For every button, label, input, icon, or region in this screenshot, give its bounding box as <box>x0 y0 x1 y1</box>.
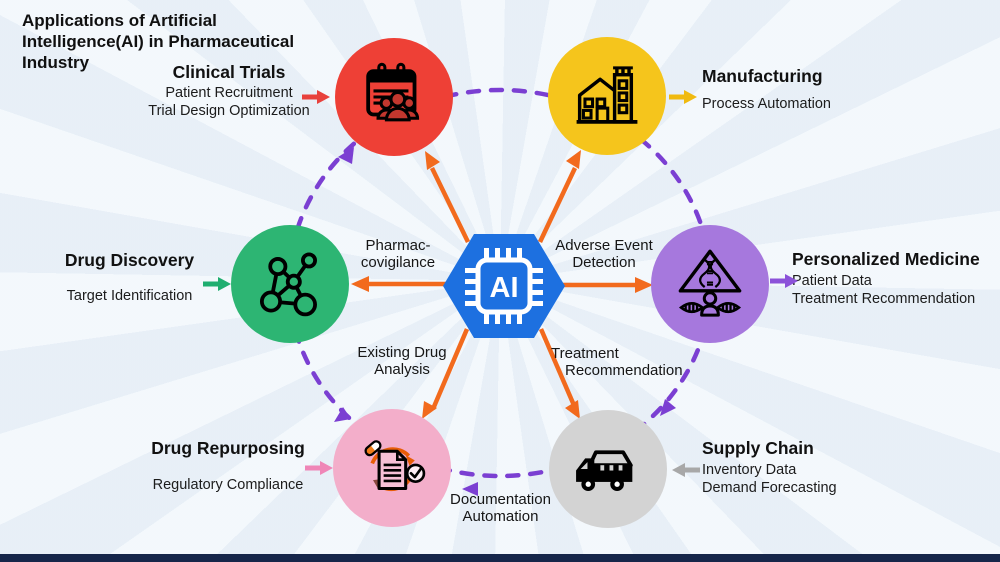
personalized-medicine-sub2: Treatment Recommendation <box>792 290 976 307</box>
label-existing-drug-analysis: Existing Drug Analysis <box>350 344 454 378</box>
drug-repurposing-pointer-arrow <box>305 461 333 475</box>
ai-chip-icon: AI <box>465 248 543 324</box>
clinical-trials-pointer-arrow <box>302 90 330 104</box>
existing-drug-line1: Existing Drug <box>357 344 447 361</box>
label-treatment-recommendation: Treatment Recommendation <box>551 345 686 379</box>
existing-drug-line2: Analysis <box>374 361 430 378</box>
spoke-arrowhead-downleft <box>422 401 437 419</box>
clinical-trials-sub2: Trial Design Optimization <box>148 102 310 119</box>
calendar-people-icon <box>366 62 420 122</box>
spoke-line-treatment <box>538 328 579 411</box>
node-supply-chain <box>549 410 667 528</box>
label-adverse-event-detection: Adverse Event Detection <box>548 237 660 271</box>
ai-hexagon <box>443 234 565 338</box>
molecule-icon <box>259 252 317 317</box>
manufacturing-pointer-arrow <box>669 90 697 104</box>
label-drug-discovery: Drug Discovery Target Identification <box>37 250 222 306</box>
factory-icon <box>576 66 638 124</box>
label-manufacturing: Manufacturing Process Automation <box>702 66 831 114</box>
label-drug-repurposing: Drug Repurposing Regulatory Compliance <box>133 438 323 495</box>
pharmacovigilance-line2: covigilance <box>360 254 436 271</box>
spoke-arrowhead-right <box>635 277 653 293</box>
node-clinical-trials <box>335 38 453 156</box>
spoke-arrowhead-upright <box>566 150 581 169</box>
node-manufacturing <box>548 37 666 155</box>
spoke-arrowhead-downright <box>565 400 580 419</box>
adverse-event-line2: Detection <box>572 254 636 271</box>
truck-icon <box>576 450 633 492</box>
drug-repurposing-sub1: Regulatory Compliance <box>152 477 304 493</box>
spoke-arrowhead-left <box>351 276 369 292</box>
ring-arrowhead-to-clinical <box>338 147 354 164</box>
documentation-line1: Documentation <box>450 491 551 508</box>
manufacturing-sub1: Process Automation <box>702 96 831 112</box>
spoke-line-manufacturing <box>537 167 578 243</box>
drug-discovery-title: Drug Discovery <box>64 250 195 270</box>
label-personalized-medicine: Personalized Medicine Patient Data Treat… <box>792 249 980 308</box>
node-drug-repurposing <box>333 409 451 527</box>
node-drug-discovery <box>231 225 349 343</box>
supply-chain-sub1: Inventory Data <box>702 462 797 478</box>
adverse-event-line1: Adverse Event <box>555 237 653 254</box>
supply-chain-title: Supply Chain <box>702 438 814 458</box>
documentation-line2: Automation <box>462 508 539 525</box>
page-title-line2: Intelligence(AI) in Pharmaceutical Indus… <box>22 32 295 72</box>
drug-discovery-sub1: Target Identification <box>66 288 193 304</box>
treatment-line1: Treatment <box>551 345 619 362</box>
footer-bar <box>0 554 1000 562</box>
pharmacovigilance-line1: Pharmac- <box>365 237 431 254</box>
spoke-line-clinical <box>429 167 471 243</box>
drug-discovery-pointer-arrow <box>203 277 231 291</box>
supply-chain-sub2: Demand Forecasting <box>702 479 837 496</box>
document-recycle-icon <box>364 440 426 492</box>
spoke-arrowhead-upleft <box>425 151 440 170</box>
clinical-trials-title: Clinical Trials <box>172 62 286 82</box>
manufacturing-title: Manufacturing <box>702 66 823 86</box>
ai-chip-label: AI <box>490 272 519 304</box>
personalized-medicine-title: Personalized Medicine <box>792 249 980 269</box>
spoke-line-existing-drug <box>430 328 470 410</box>
page-title: Applications of Artificial Intelligence(… <box>22 10 362 73</box>
label-documentation-automation: Documentation Automation <box>428 491 573 525</box>
supply-chain-pointer-arrow <box>672 463 700 477</box>
ring-arrowhead-to-repurposing <box>462 482 478 496</box>
label-pharmacovigilance: Pharmac- covigilance <box>346 237 450 271</box>
treatment-line2: Recommendation <box>565 362 683 379</box>
dna-patient-icon <box>678 249 742 317</box>
personalized-medicine-sub1: Patient Data <box>792 273 872 289</box>
personalized-medicine-pointer-arrow <box>770 274 798 288</box>
page-title-line1: Applications of Artificial <box>22 11 217 30</box>
label-supply-chain: Supply Chain Inventory Data Demand Forec… <box>702 438 837 497</box>
label-clinical-trials: Clinical Trials Patient Recruitment Tria… <box>124 62 334 120</box>
node-personalized-medicine <box>651 225 769 343</box>
ring-arrowhead-to-supply <box>660 399 676 416</box>
clinical-trials-sub1: Patient Recruitment <box>165 85 293 101</box>
ring-arrowhead-to-discovery <box>334 407 351 422</box>
spoke-lines <box>366 167 638 411</box>
spoke-arrowheads <box>351 150 653 419</box>
drug-repurposing-title: Drug Repurposing <box>151 438 305 458</box>
pill-icon <box>364 440 382 457</box>
